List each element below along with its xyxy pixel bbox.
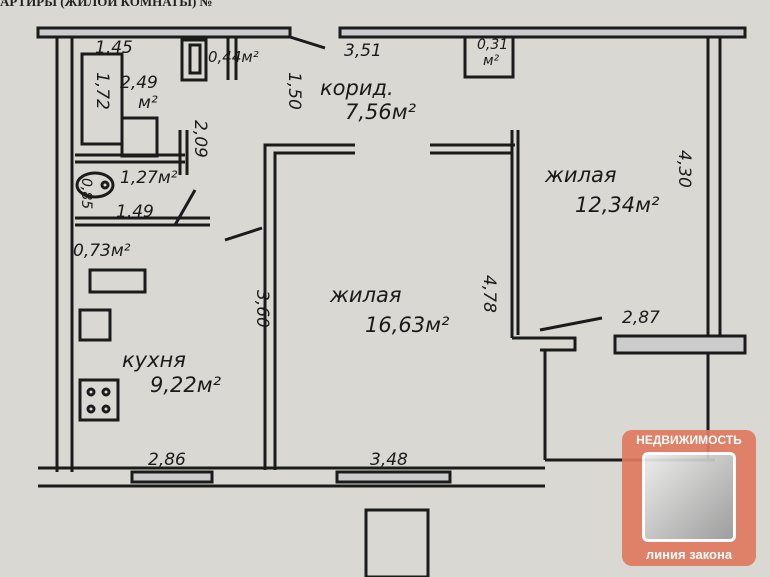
- column-capital-image: [642, 452, 736, 542]
- room-area-living-small: 12,34м²: [575, 193, 660, 217]
- plan-header-left: АРТИРЫ (ЖИЛОЙ КОМНАТЫ) №: [0, 0, 213, 9]
- dim-label: 0,73м²: [73, 241, 131, 261]
- dim-label: 1,49: [116, 202, 154, 222]
- dim-label: 0,44м²: [208, 48, 259, 66]
- watermark-bottom-text: линия закона: [645, 547, 733, 562]
- dim-label: 3,51: [344, 41, 382, 61]
- room-area-living-big: 16,63м²: [365, 313, 450, 337]
- room-name-living-big: жилая: [330, 283, 402, 307]
- watermark-top-text: НЕДВИЖИМОСТЬ: [636, 433, 742, 447]
- dim-label: 4,78: [479, 275, 499, 313]
- dim-label: 2,87: [622, 308, 660, 328]
- dim-label: 3,60: [252, 290, 272, 328]
- dim-label: 0,31: [477, 37, 509, 53]
- dim-label: 1,27м²: [120, 168, 178, 188]
- dim-label: 4,30: [674, 150, 694, 188]
- dim-label: м²: [138, 93, 158, 113]
- room-area-kitchen: 9,22м²: [150, 373, 222, 397]
- dim-label: 3,48: [370, 450, 408, 470]
- dim-label: 1,50: [284, 72, 304, 110]
- room-name-kitchen: кухня: [122, 348, 186, 372]
- dim-label: 1,72: [92, 72, 112, 110]
- dim-label: 2,86: [148, 450, 186, 470]
- watermark-logo: НЕДВИЖИМОСТЬ линия закона: [622, 430, 756, 566]
- room-name-corridor: корид.: [320, 76, 394, 100]
- dim-label: м²: [483, 53, 500, 69]
- dim-label: 2,09: [190, 120, 210, 158]
- room-area-corridor: 7,56м²: [345, 100, 417, 124]
- dim-label: 1,45: [95, 38, 133, 58]
- dim-label: 0,85: [78, 178, 94, 210]
- dim-label: 2,49: [120, 73, 158, 93]
- room-name-living-small: жилая: [545, 163, 617, 187]
